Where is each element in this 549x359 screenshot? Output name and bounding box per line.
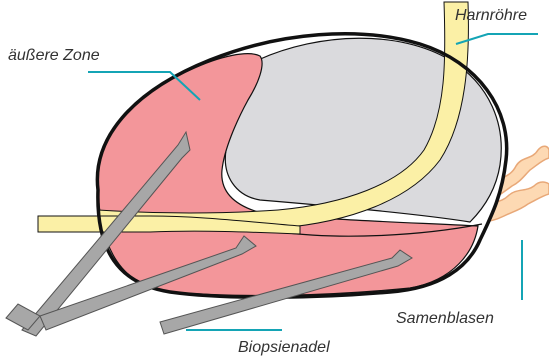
label-outer-zone: äußere Zone bbox=[8, 47, 100, 64]
label-seminal-vesicles: Samenblasen bbox=[396, 310, 494, 327]
label-urethra: Harnröhre bbox=[455, 7, 527, 24]
label-biopsy-needle: Biopsienadel bbox=[238, 339, 330, 356]
